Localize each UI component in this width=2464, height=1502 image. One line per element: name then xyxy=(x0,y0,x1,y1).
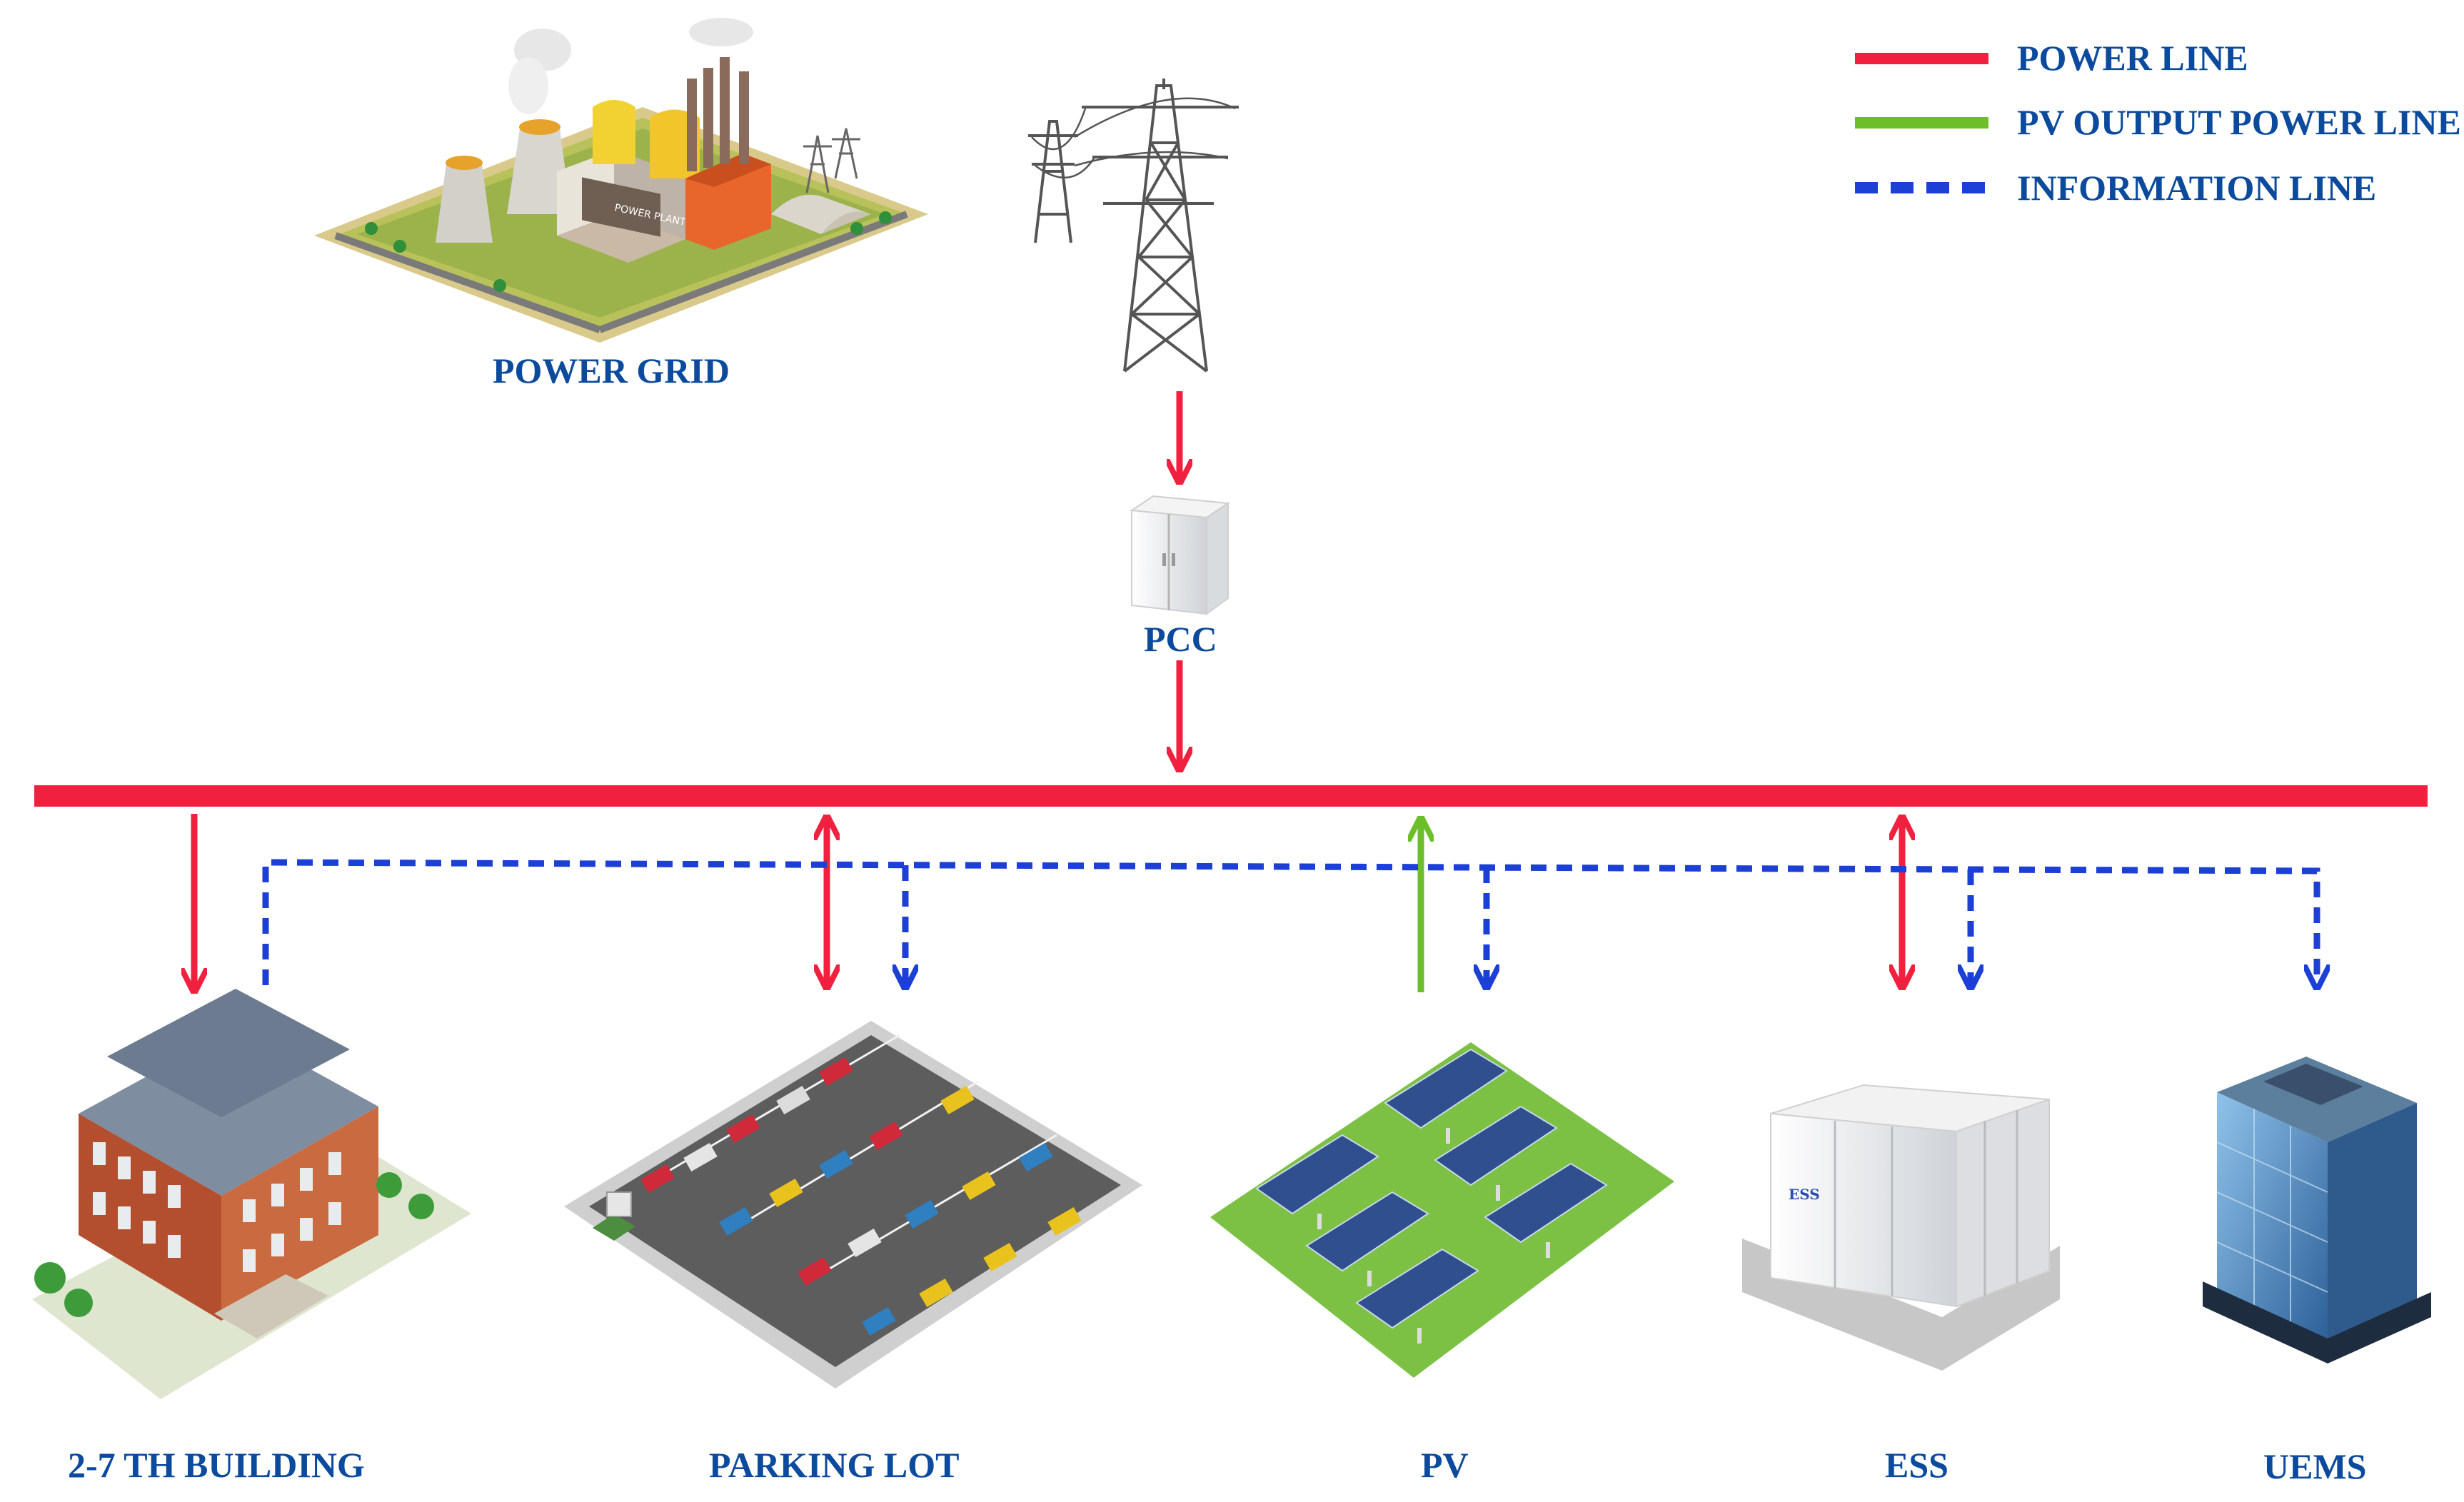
information-connections xyxy=(262,859,2317,985)
ess-tag-text: ESS xyxy=(1789,1186,1820,1203)
pv-array-icon xyxy=(1210,1042,1674,1378)
legend-power-line-label: POWER LINE xyxy=(2017,38,2248,78)
uems-building-icon xyxy=(2203,1057,2431,1364)
info-line-main xyxy=(262,859,2317,985)
parking-lot-icon xyxy=(564,1021,1142,1388)
power-grid-label: POWER GRID xyxy=(493,351,730,390)
pcc-label: PCC xyxy=(1144,619,1217,659)
ess-label: ESS xyxy=(1885,1445,1948,1485)
uems-label: UEMS xyxy=(2263,1446,2367,1486)
building-icon xyxy=(32,989,471,1399)
power-connections xyxy=(34,391,2428,992)
building-label: 2-7 TH BUILDING xyxy=(68,1445,365,1485)
legend-information-line-label: INFORMATION LINE xyxy=(2017,168,2377,208)
power-plant-icon: POWER PLANT xyxy=(314,18,928,343)
legend-pv-output-line-label: PV OUTPUT POWER LINE xyxy=(2017,102,2461,142)
pcc-cabinet-icon xyxy=(1130,495,1230,615)
ess-unit-icon: ESS xyxy=(1742,1084,2060,1371)
transmission-tower-icon xyxy=(1028,79,1239,373)
pv-label: PV xyxy=(1421,1445,1469,1485)
legend xyxy=(1855,53,1988,193)
parking-lot-label: PARKING LOT xyxy=(709,1445,960,1485)
